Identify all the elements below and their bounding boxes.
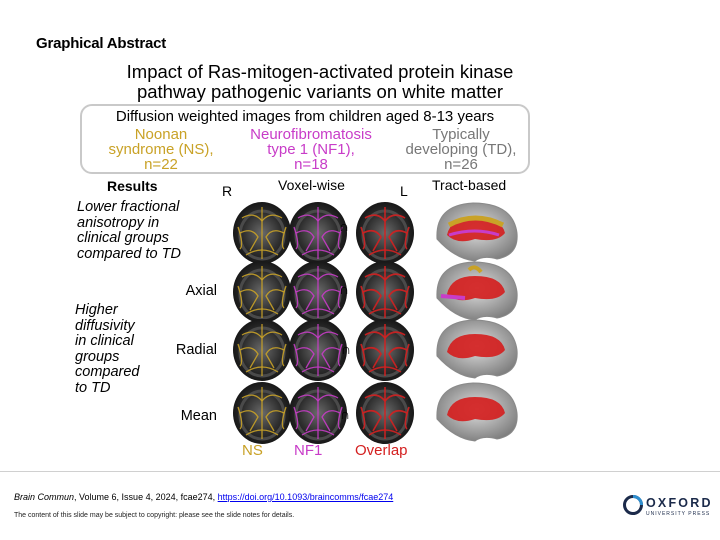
tract-based-label: Tract-based — [432, 177, 507, 193]
intersection-symbol: ∩ — [339, 281, 350, 297]
group-nf1-line2: type 1 (NF1), — [267, 141, 355, 158]
lower-fa-line: clinical groups — [77, 230, 169, 246]
footer-divider — [0, 471, 720, 472]
lower-fa-line: compared to TD — [77, 245, 181, 262]
axial-brain-nf1 — [289, 202, 347, 264]
group-td-line2: developing (TD), — [405, 141, 517, 158]
axial-brain-ns — [233, 202, 291, 264]
results-label: Results — [107, 178, 158, 194]
right-hemisphere-label: R — [222, 183, 233, 199]
row-label-mean: Mean — [180, 408, 217, 424]
axial-brain-nf1 — [289, 261, 347, 323]
higher-diff-line: groups — [75, 348, 120, 365]
group-td: Typically developing (TD), n=26 — [386, 127, 536, 172]
group-nf1: Neurofibromatosis type 1 (NF1), n=18 — [236, 127, 386, 172]
copyright-notice: The content of this slide may be subject… — [14, 512, 295, 519]
group-td-line1: Typically — [432, 126, 490, 143]
axial-brain-ns — [233, 319, 291, 381]
higher-diff-line: Higher — [75, 302, 118, 318]
axial-brain-nf1 — [289, 319, 347, 381]
group-nf1-line3: n=18 — [294, 156, 328, 173]
axial-brain-nf1 — [289, 382, 347, 444]
axial-brain-overlap — [356, 261, 414, 323]
group-ns-line3: n=22 — [144, 156, 178, 173]
group-ns: Noonan syndrome (NS), n=22 — [86, 127, 236, 172]
group-ns-line2: syndrome (NS), — [108, 141, 214, 158]
higher-diff-line: to TD — [75, 379, 111, 396]
cohort-box — [80, 104, 530, 174]
abstract-title: Impact of Ras-mitogen-activated protein … — [60, 62, 580, 102]
slide-heading: Graphical Abstract — [36, 35, 167, 52]
axial-brain-overlap — [356, 319, 414, 381]
doi-link[interactable]: https://doi.org/10.1093/braincomms/fcae2… — [217, 492, 394, 502]
higher-diff-line: compared — [75, 364, 140, 380]
intersection-symbol: ∩ — [339, 218, 350, 234]
intersection-symbol: ∩ — [340, 406, 351, 422]
column-label-nf1: NF1 — [294, 442, 323, 459]
higher-diff-line: in clinical — [75, 333, 134, 349]
row-label-radial: Radial — [175, 342, 217, 358]
sagittal-brain-tract — [436, 202, 518, 262]
group-nf1-line1: Neurofibromatosis — [250, 126, 372, 143]
lower-fa-label: Lower fractional anisotropy in clinical … — [77, 199, 181, 262]
brain-figure-grid — [233, 202, 518, 444]
oxford-logo-icon — [623, 495, 643, 515]
title-line-2: pathway pathogenic variants on white mat… — [136, 81, 504, 102]
title-line-1: Impact of Ras-mitogen-activated protein … — [126, 61, 514, 82]
higher-diffusivity-label: Higher diffusivity in clinical groups co… — [75, 302, 140, 396]
axial-brain-ns — [233, 382, 291, 444]
intersection-symbol: ∩ — [341, 341, 352, 357]
sagittal-brain-tract — [436, 382, 518, 442]
group-td-line3: n=26 — [444, 156, 478, 173]
axial-brain-ns — [233, 261, 291, 323]
axial-brain-overlap — [356, 382, 414, 444]
column-label-overlap: Overlap — [355, 442, 408, 459]
axial-brain-overlap — [356, 202, 414, 264]
cohort-heading: Diffusion weighted images from children … — [115, 108, 495, 125]
oxford-logo-subtext: UNIVERSITY PRESS — [646, 511, 711, 517]
citation: Brain Commun, Volume 6, Issue 4, 2024, f… — [14, 492, 393, 502]
left-hemisphere-label: L — [400, 183, 408, 199]
citation-details: , Volume 6, Issue 4, 2024, fcae274, — [74, 492, 218, 502]
row-label-axial: Axial — [185, 283, 217, 299]
journal-name: Brain Commun — [14, 492, 75, 502]
lower-fa-line: anisotropy in — [77, 214, 160, 231]
lower-fa-line: Lower fractional — [77, 199, 180, 215]
higher-diff-line: diffusivity — [75, 317, 135, 334]
oxford-logo-text: OXFORD — [646, 496, 713, 510]
group-ns-line1: Noonan — [134, 126, 188, 143]
sagittal-brain-tract — [436, 261, 518, 321]
sagittal-brain-tract — [436, 319, 518, 379]
column-label-ns: NS — [242, 442, 263, 459]
voxel-wise-label: Voxel-wise — [278, 177, 345, 193]
